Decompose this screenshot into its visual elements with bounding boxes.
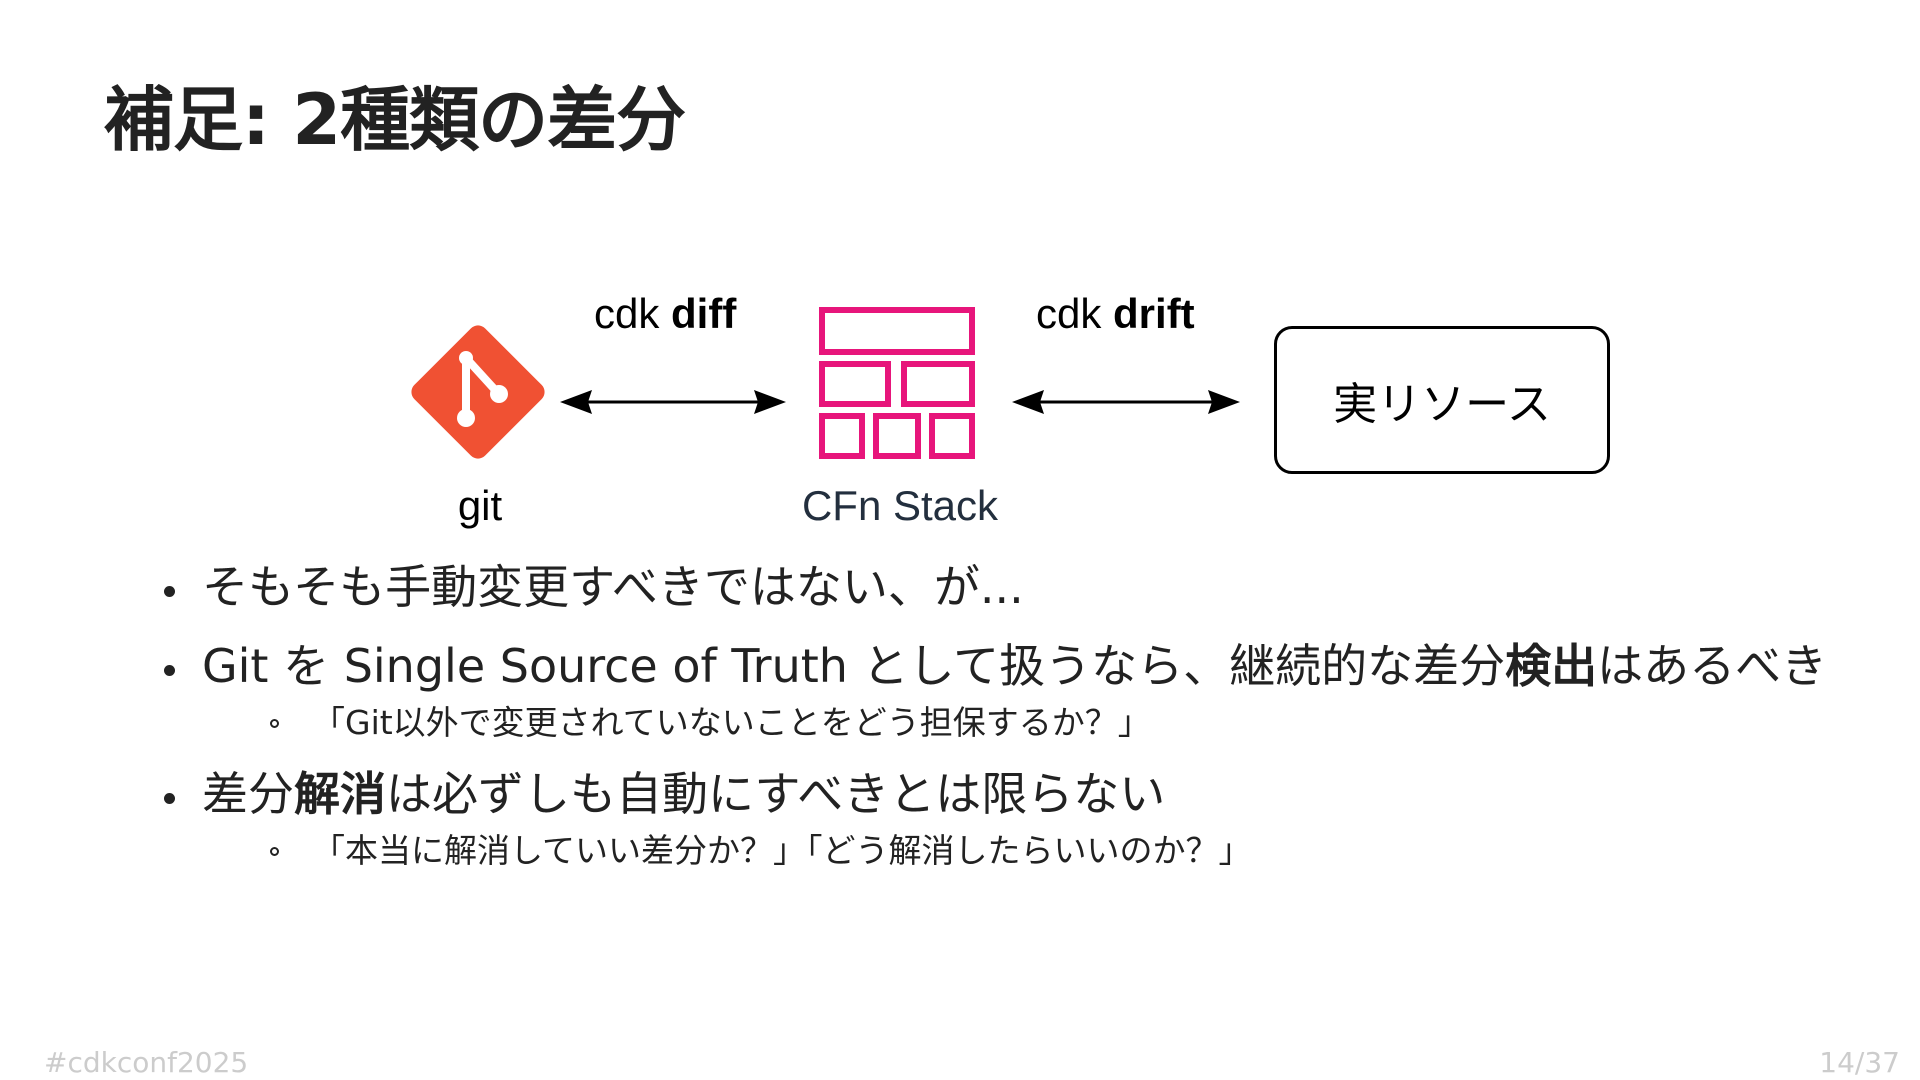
drift-arrow (1012, 390, 1240, 414)
git-label: git (457, 482, 503, 529)
page-number: 14/37 (1819, 1046, 1900, 1079)
bullet-list: そもそも手動変更すべきではない、が... Git を Single Source… (160, 560, 1880, 873)
cfn-stack-label: CFn Stack (801, 482, 999, 529)
real-resource-box: 実リソース (1274, 326, 1610, 474)
cloudformation-stack-icon (819, 307, 975, 459)
cdk-drift-label: cdk drift (1036, 290, 1195, 337)
bullet-item: Git を Single Source of Truth として扱うなら、継続的… (160, 639, 1880, 694)
diff-arrow (560, 390, 786, 414)
sub-bullet-item: 「本当に解消していい差分か？」「どう解消したらいいのか？」 (270, 830, 1880, 873)
footer-hashtag: #cdkconf2025 (44, 1046, 249, 1079)
sub-bullet-item: 「Git以外で変更されていないことをどう担保するか？」 (270, 702, 1880, 745)
git-logo-icon (411, 325, 545, 459)
cdk-diff-label: cdk diff (594, 290, 737, 337)
slide-title: 補足: 2種類の差分 (104, 79, 686, 161)
bullet-item: そもそも手動変更すべきではない、が... (160, 560, 1880, 615)
bullet-item: 差分解消は必ずしも自動にすべきとは限らない (160, 767, 1880, 822)
